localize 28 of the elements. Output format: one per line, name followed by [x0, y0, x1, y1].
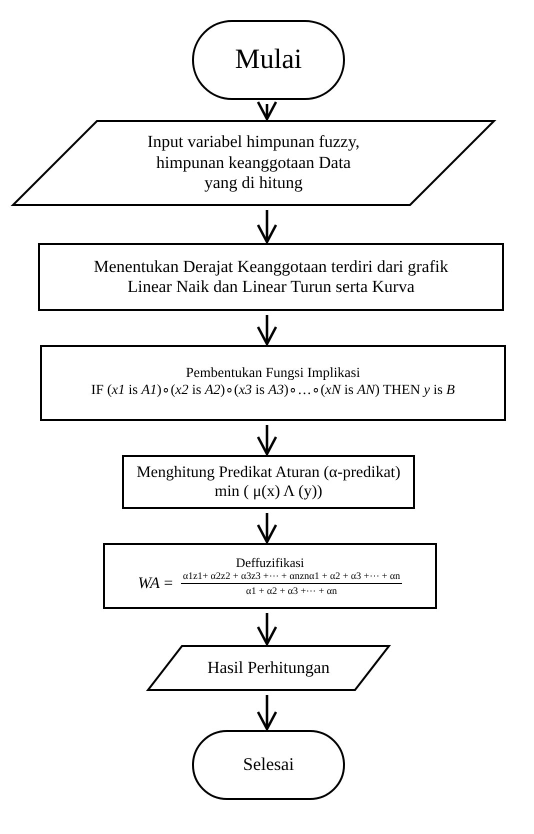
arrow	[256, 210, 278, 244]
node-text: Menghitung Predikat Aturan (α-predikat)	[136, 462, 400, 482]
arrow	[256, 100, 278, 120]
node-text: Hasil Perhitungan	[207, 658, 330, 678]
node-text: Selesai	[243, 754, 294, 776]
output-parallelogram	[147, 645, 390, 691]
arrow	[256, 425, 278, 456]
arrow	[256, 513, 278, 544]
node-subtext: min ( μ(x) Λ (y))	[214, 482, 322, 502]
node-text: Mulai	[235, 43, 302, 77]
process-box	[122, 455, 415, 509]
node-text: Menentukan Derajat Keanggotaan terdiri dari grafik Linear Naik dan Linear Turun serta Kurva	[92, 256, 450, 298]
formula-label: WA =	[138, 574, 173, 594]
process-box	[40, 345, 506, 421]
process-box	[38, 243, 504, 311]
arrow	[256, 613, 278, 646]
node-subtext: IF (x1 is A1)∘(x2 is A2)∘(x3 is A3)∘…∘(xN is AN) THEN y is B	[91, 383, 455, 400]
process-box	[103, 543, 437, 609]
input-parallelogram	[12, 120, 495, 206]
node-text: Input variabel himpunan fuzzy, himpunan keanggotaan Data yang di hitung	[147, 132, 360, 194]
formula-denominator: α1 + α2 + α3 +⋯ + αn	[246, 585, 338, 598]
arrow	[256, 315, 278, 346]
arrow	[256, 695, 278, 730]
end-terminal	[192, 730, 345, 800]
start-terminal	[192, 20, 345, 100]
node-text: Pembentukan Fungsi Implikasi	[186, 366, 360, 383]
formula-numerator: α1z1+ α2z2 + α3z3 +⋯ + αnznα1 + α2 + α3 +⋯ + αn	[180, 570, 402, 584]
step-title: Deffuzifikasi	[236, 554, 304, 570]
